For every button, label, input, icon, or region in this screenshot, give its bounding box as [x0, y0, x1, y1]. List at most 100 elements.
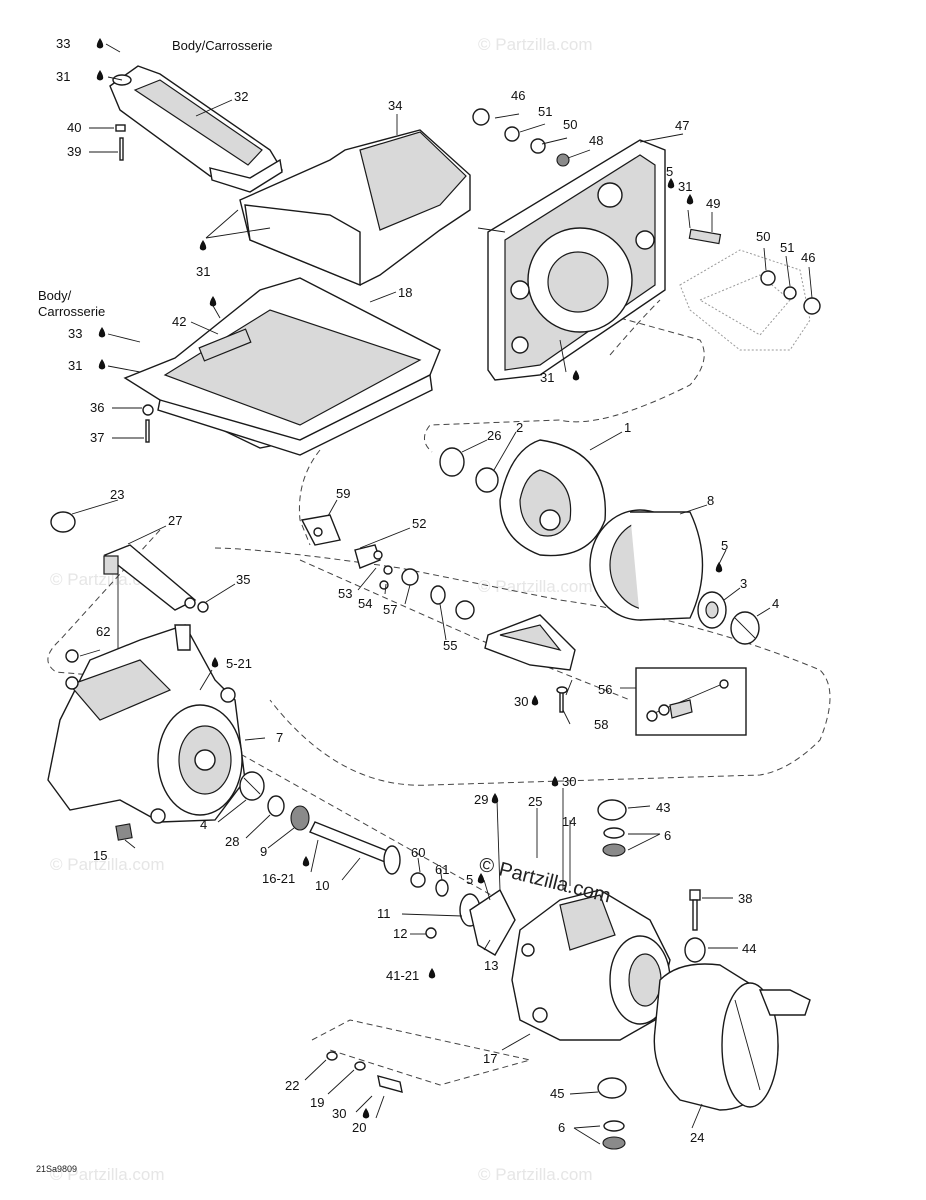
callout-25: 25	[528, 794, 542, 809]
part-34-cover	[239, 129, 471, 287]
callout-30: 30	[332, 1106, 346, 1121]
callout-62: 62	[96, 624, 110, 639]
part-24-nozzle	[653, 963, 811, 1111]
callout-56: 56	[598, 682, 612, 697]
callout-61: 61	[435, 862, 449, 877]
watermark-text: © Partzilla.com	[478, 577, 593, 596]
callout-26: 26	[487, 428, 501, 443]
part-17-venturi	[511, 889, 671, 1041]
callout-16-21: 16-21	[262, 871, 295, 886]
cone-parts	[410, 872, 516, 956]
callout-47: 47	[675, 118, 689, 133]
callout-32: 32	[234, 89, 248, 104]
drop-icon	[715, 562, 723, 573]
callout-58: 58	[594, 717, 608, 732]
callout-4: 4	[772, 596, 779, 611]
callout-18: 18	[398, 285, 412, 300]
part-56-inset	[635, 667, 747, 736]
callout-6: 6	[558, 1120, 565, 1135]
callout-27: 27	[168, 513, 182, 528]
callout-31: 31	[540, 370, 554, 385]
callout-15: 15	[93, 848, 107, 863]
callout-12: 12	[393, 926, 407, 941]
drop-icon	[199, 240, 207, 251]
callout-4: 4	[200, 817, 207, 832]
drop-icon	[531, 695, 539, 706]
callout-41-21: 41-21	[386, 968, 419, 983]
part-49-ghost-bracket	[679, 228, 811, 351]
drop-icon	[96, 38, 104, 49]
callout-31: 31	[678, 179, 692, 194]
drop-icon	[209, 296, 217, 307]
callout-45: 45	[550, 1086, 564, 1101]
callout-42: 42	[172, 314, 186, 329]
callout-44: 44	[742, 941, 756, 956]
drawing-code: 21Sa9809	[36, 1164, 77, 1174]
callout-31: 31	[56, 69, 70, 84]
callout-2: 2	[516, 420, 523, 435]
watermark-text: © Partzilla.com	[478, 1165, 593, 1184]
lubricant-drop-icons	[96, 38, 723, 1119]
drop-icon	[551, 776, 559, 787]
callout-11: 11	[377, 906, 391, 921]
callout-33: 33	[68, 326, 82, 341]
part-18-plate	[123, 277, 441, 456]
drop-icon	[98, 327, 106, 338]
callout-6: 6	[664, 828, 671, 843]
drop-icon	[302, 856, 310, 867]
callout-5: 5	[721, 538, 728, 553]
watermark-layer: © Partzilla.com © Partzilla.com © Partzi…	[50, 35, 593, 1184]
callout-14: 14	[562, 814, 576, 829]
callout-55: 55	[443, 638, 457, 653]
drop-icon	[98, 359, 106, 370]
callout-23: 23	[110, 487, 124, 502]
callout-5-21: 5-21	[226, 656, 252, 671]
bottom-left-hardware	[326, 1051, 403, 1093]
callout-17: 17	[483, 1051, 497, 1066]
impeller-group	[439, 439, 607, 557]
callout-29: 29	[474, 792, 488, 807]
drop-icon	[477, 873, 485, 884]
callout-10: 10	[315, 878, 329, 893]
callout-19: 19	[310, 1095, 324, 1110]
drop-icon	[362, 1108, 370, 1119]
drop-icon	[428, 968, 436, 979]
callout-13: 13	[484, 958, 498, 973]
callout-22: 22	[285, 1078, 299, 1093]
watermark-text: © Partzilla.com	[50, 855, 165, 874]
part-callouts: 33 31 40 39 32 34 31 18 42 33 31 36 37 4…	[56, 36, 815, 1145]
callout-7: 7	[276, 730, 283, 745]
callout-31: 31	[196, 264, 210, 279]
body-note-left-line1: Body/	[38, 288, 72, 303]
callout-3: 3	[740, 576, 747, 591]
part-47-housing	[477, 139, 666, 381]
callout-30: 30	[514, 694, 528, 709]
callout-46: 46	[511, 88, 525, 103]
callout-54: 54	[358, 596, 372, 611]
callout-48: 48	[589, 133, 603, 148]
shaft-parts	[50, 511, 209, 650]
callout-40: 40	[67, 120, 81, 135]
leader-lines	[71, 43, 813, 1145]
bearing-parts	[697, 591, 760, 645]
callout-31: 31	[68, 358, 82, 373]
body-note-top: Body/Carrosserie	[172, 38, 272, 53]
callout-50: 50	[756, 229, 770, 244]
part-32-bracket	[109, 65, 283, 193]
watermark-text: © Partzilla.com	[478, 35, 593, 54]
hardware-top-right	[115, 108, 821, 443]
watermark-text: © Partzilla.com	[50, 1165, 165, 1184]
callout-1: 1	[624, 420, 631, 435]
part-8-wear-ring	[589, 509, 704, 621]
drop-icon	[686, 194, 694, 205]
callout-5: 5	[666, 164, 673, 179]
callout-53: 53	[338, 586, 352, 601]
callout-43: 43	[656, 800, 670, 815]
callout-59: 59	[336, 486, 350, 501]
drive-shaft-group	[239, 771, 401, 875]
callout-49: 49	[706, 196, 720, 211]
callout-36: 36	[90, 400, 104, 415]
drop-icon	[572, 370, 580, 381]
callout-46: 46	[801, 250, 815, 265]
